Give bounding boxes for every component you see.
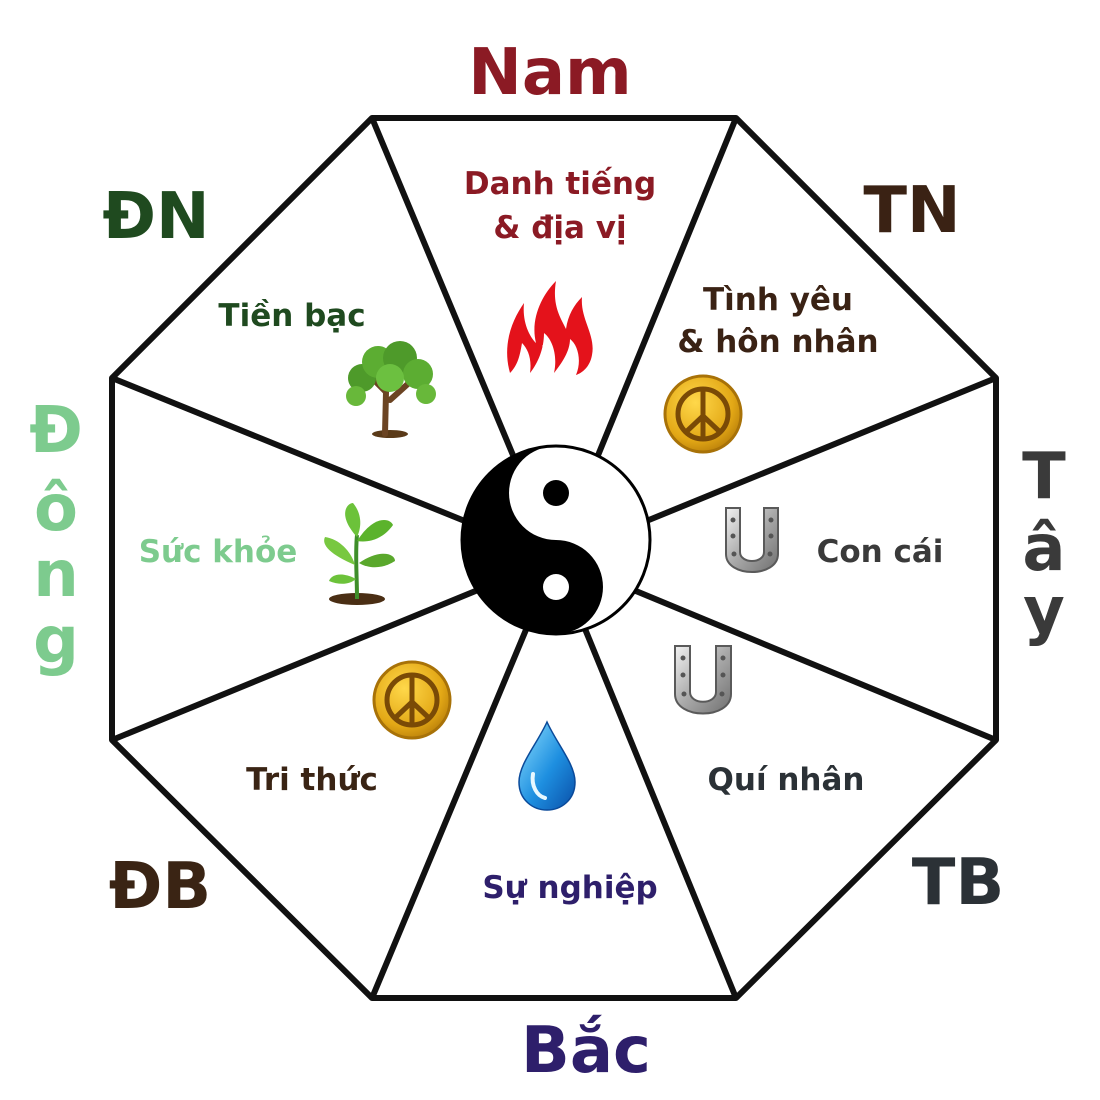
yin-yang-icon xyxy=(460,444,652,636)
direction-west-letter: â xyxy=(1022,512,1065,586)
tree-icon xyxy=(346,341,436,438)
direction-east-letter: g xyxy=(33,604,79,678)
peace-sign-icon xyxy=(663,374,743,454)
fire-icon xyxy=(507,281,593,375)
area-love-line2: & hôn nhân xyxy=(677,324,878,360)
horseshoe-icon xyxy=(725,507,779,573)
direction-northwest: TB xyxy=(912,846,1004,920)
area-health: Sức khỏe xyxy=(139,534,298,570)
area-career: Sự nghiệp xyxy=(482,870,657,906)
direction-east: Đ ô n g xyxy=(29,394,83,678)
area-children: Con cái xyxy=(817,534,944,570)
water-drop-icon xyxy=(518,720,576,811)
horseshoe-icon xyxy=(674,645,732,715)
direction-east-letter: n xyxy=(33,538,79,612)
direction-south: Nam xyxy=(468,36,631,110)
direction-northeast: ĐB xyxy=(109,850,211,924)
area-fame-line1: Danh tiếng xyxy=(464,166,656,202)
peace-sign-icon xyxy=(372,660,452,740)
area-wealth: Tiền bạc xyxy=(218,298,365,334)
area-love-line1: Tình yêu xyxy=(703,282,853,318)
direction-east-letter: ô xyxy=(34,472,78,546)
direction-west: T â y xyxy=(1022,440,1066,648)
direction-west-letter: y xyxy=(1023,574,1065,648)
area-helpers: Quí nhân xyxy=(708,762,865,798)
direction-north: Bắc xyxy=(521,1014,651,1088)
sprout-icon xyxy=(324,503,395,605)
direction-east-letter: Đ xyxy=(29,394,83,468)
direction-west-letter: T xyxy=(1022,440,1066,514)
direction-southwest: TN xyxy=(863,174,960,248)
direction-southeast: ĐN xyxy=(102,180,209,254)
area-fame-line2: & địa vị xyxy=(493,210,626,246)
area-knowledge: Tri thức xyxy=(246,762,378,798)
